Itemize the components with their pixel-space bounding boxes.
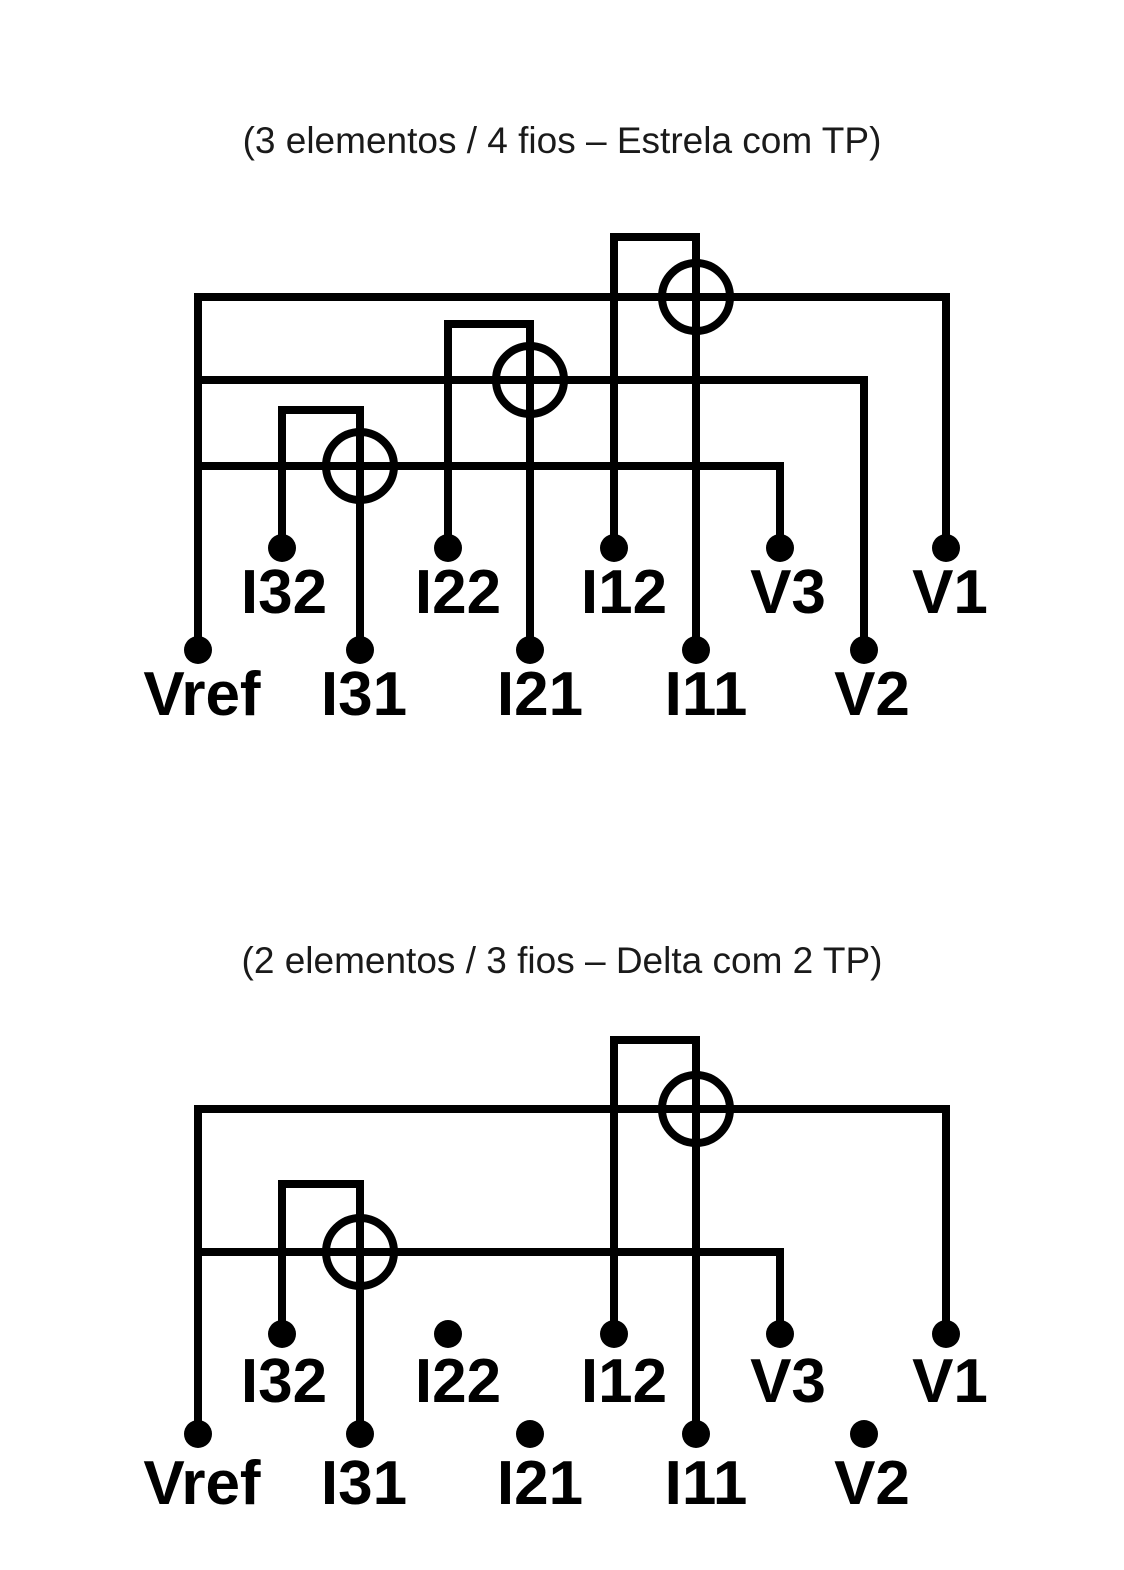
- terminal-vref: [184, 636, 212, 664]
- terminal-i21: [516, 636, 544, 664]
- label-i22: I22: [415, 1347, 501, 1416]
- label-i32: I32: [241, 1347, 327, 1416]
- measuring-element-2: [492, 342, 568, 418]
- measuring-element-3: [322, 428, 398, 504]
- terminal-i21: [516, 1420, 544, 1448]
- current-loop-element-1: [610, 1036, 700, 1438]
- label-i32: I32: [241, 558, 327, 627]
- wiring-diagram-delta: I32 I22 I12 V3 V1 Vref I31 I21 I11 V2: [143, 1036, 988, 1518]
- label-i12: I12: [581, 558, 667, 627]
- voltage-line-v1: [194, 293, 950, 552]
- measuring-element-1: [658, 1071, 734, 1147]
- terminal-v2: [850, 636, 878, 664]
- terminal-v2: [850, 1420, 878, 1448]
- label-i21: I21: [497, 660, 583, 729]
- terminal-i22: [434, 1320, 462, 1348]
- terminal-i11: [682, 636, 710, 664]
- label-i31: I31: [321, 1449, 407, 1518]
- label-i12: I12: [581, 1347, 667, 1416]
- terminal-i32: [268, 1320, 296, 1348]
- measuring-element-3: [322, 1214, 398, 1290]
- label-v2: V2: [834, 1449, 910, 1518]
- diagram-caption-delta: (2 elementos / 3 fios – Delta com 2 TP): [241, 940, 883, 981]
- label-v3: V3: [750, 1347, 826, 1416]
- terminal-v3: [766, 1320, 794, 1348]
- label-vref: Vref: [143, 1449, 261, 1518]
- current-loop-element-3: [278, 406, 364, 654]
- current-loop-element-1: [610, 233, 700, 654]
- label-v3: V3: [750, 558, 826, 627]
- current-loop-element-3: [278, 1180, 364, 1438]
- terminal-i22: [434, 534, 462, 562]
- terminal-i31: [346, 1420, 374, 1448]
- label-i11: I11: [665, 1449, 748, 1518]
- current-loop-element-2: [444, 320, 534, 654]
- label-i11: I11: [665, 660, 748, 729]
- label-vref: Vref: [143, 660, 261, 729]
- wiring-diagram-star: I32 I22 I12 V3 V1 Vref I31 I21 I11 V2: [143, 233, 988, 729]
- terminal-v1: [932, 534, 960, 562]
- voltage-line-v1: [194, 1105, 950, 1338]
- label-i31: I31: [321, 660, 407, 729]
- label-v1: V1: [912, 1347, 988, 1416]
- diagram-caption-star: (3 elementos / 4 fios – Estrela com TP): [242, 120, 882, 161]
- terminal-i12: [600, 534, 628, 562]
- label-v1: V1: [912, 558, 988, 627]
- terminal-i12: [600, 1320, 628, 1348]
- label-i22: I22: [415, 558, 501, 627]
- terminal-vref: [184, 1420, 212, 1448]
- terminal-i32: [268, 534, 296, 562]
- terminal-v1: [932, 1320, 960, 1348]
- measuring-element-1: [658, 259, 734, 335]
- terminal-v3: [766, 534, 794, 562]
- voltage-line-v2: [194, 376, 868, 654]
- terminal-i31: [346, 636, 374, 664]
- terminal-i11: [682, 1420, 710, 1448]
- label-v2: V2: [834, 660, 910, 729]
- label-i21: I21: [497, 1449, 583, 1518]
